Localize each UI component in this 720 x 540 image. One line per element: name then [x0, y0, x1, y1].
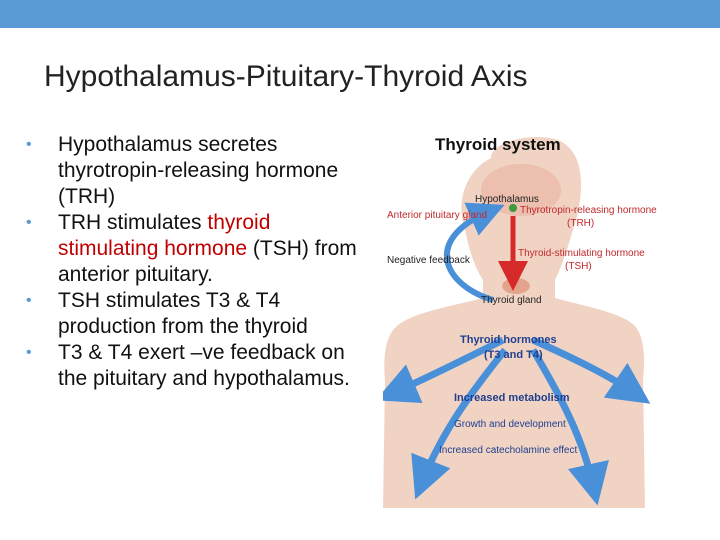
- figure-title: Thyroid system: [435, 135, 561, 154]
- negative-feedback-label: Negative feedback: [387, 255, 471, 266]
- trh-label-line1: Thyrotropin-releasing hormone: [520, 205, 657, 216]
- bullet-list: • Hypothalamus secretes thyrotropin-relea…: [26, 132, 371, 392]
- bullet-text: TRH stimulates: [58, 211, 208, 234]
- body-silhouette: [383, 136, 645, 508]
- bullet-text: TSH stimulates T3 & T4 production from t…: [58, 289, 308, 338]
- thyroid-hormones-label-line2: (T3 and T4): [484, 349, 543, 361]
- hypothalamus-gland: [509, 204, 517, 212]
- bullet-text-continued: (TSH) from anterior pituitary.: [58, 237, 357, 286]
- thyroid-system-figure: Thyroid system Hypothalamus Anterior pit…: [383, 130, 703, 508]
- thyroid-hormones-label-line1: Thyroid hormones: [460, 334, 557, 346]
- bullet-text: Hypothalamus secretes thyrotropin-releas…: [58, 133, 339, 208]
- bullet-dot-icon: •: [26, 214, 32, 231]
- bullet-highlight-text: thyroid stimulating hormone: [58, 211, 271, 260]
- hypothalamus-label: Hypothalamus: [475, 194, 539, 205]
- bullet-item: • TRH stimulates thyroid stimulating horm…: [26, 210, 371, 288]
- hormone-arrow-down-left: [411, 347, 508, 500]
- slide-title: Hypothalamus-Pituitary-Thyroid Axis: [44, 60, 528, 93]
- catecholamine-effect-label: Increased catecholamine effect: [439, 445, 577, 456]
- bullet-dot-icon: •: [26, 292, 32, 309]
- thyroid-gland-shape: [502, 278, 530, 294]
- tsh-label-line1: Thyroid-stimulating hormone: [518, 248, 645, 259]
- bullet-item: • Hypothalamus secretes thyrotropin-relea…: [26, 132, 371, 210]
- top-accent-bar: [0, 0, 720, 28]
- thyroid-gland-label: Thyroid gland: [481, 295, 542, 306]
- hormone-arrow-left: [383, 336, 505, 404]
- increased-metabolism-label: Increased metabolism: [454, 392, 570, 404]
- bullet-text: T3 & T4 exert –ve feedback on the pituit…: [58, 341, 350, 390]
- anterior-pituitary-label: Anterior pituitary gland: [387, 210, 487, 221]
- thyroid-system-diagram: Thyroid system Hypothalamus Anterior pit…: [383, 135, 657, 508]
- bullet-item: • TSH stimulates T3 & T4 production from …: [26, 288, 371, 340]
- growth-development-label: Growth and development: [454, 419, 566, 430]
- tsh-label-line2: (TSH): [565, 261, 592, 272]
- trh-label-line2: (TRH): [567, 218, 594, 229]
- bullet-item: • T3 & T4 exert –ve feedback on the pitui…: [26, 340, 371, 392]
- bullet-dot-icon: •: [26, 344, 32, 361]
- hormone-arrow-right: [531, 336, 651, 404]
- bullet-dot-icon: •: [26, 136, 32, 153]
- negative-feedback-arrow: [443, 202, 505, 303]
- hormone-arrow-down-right: [529, 348, 609, 506]
